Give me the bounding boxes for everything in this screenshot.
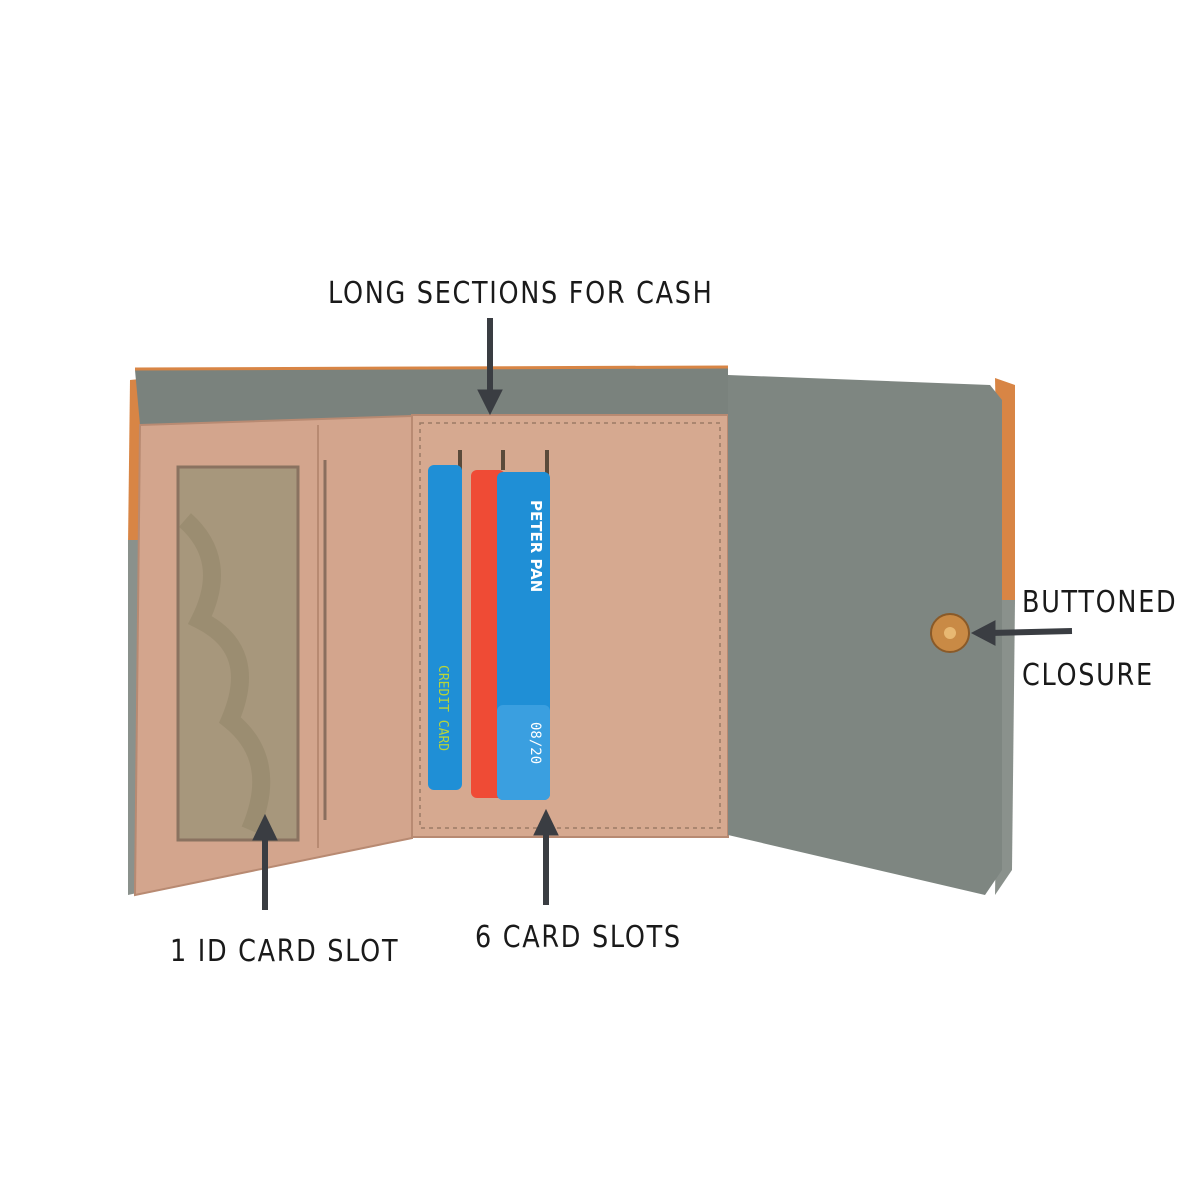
label-closure-line1: BUTTONED xyxy=(1022,585,1178,620)
right-flap xyxy=(728,375,1002,895)
card-red xyxy=(471,470,505,798)
arrow-icons xyxy=(252,318,1073,910)
card-slot-panel xyxy=(411,414,729,838)
label-card-slots: 6 CARD SLOTS xyxy=(475,920,682,955)
credit-card-text: CREDIT CARD xyxy=(435,665,450,752)
card-expiry-text: 08/20 xyxy=(527,722,543,765)
cash-section-panel xyxy=(135,368,728,425)
card-name-text: PETER PAN xyxy=(527,500,545,593)
label-cash-sections: LONG SECTIONS FOR CASH xyxy=(328,276,714,311)
label-closure-line2: CLOSURE xyxy=(1022,658,1154,693)
credit-card-blue xyxy=(428,465,462,790)
label-id-slot: 1 ID CARD SLOT xyxy=(170,934,400,969)
